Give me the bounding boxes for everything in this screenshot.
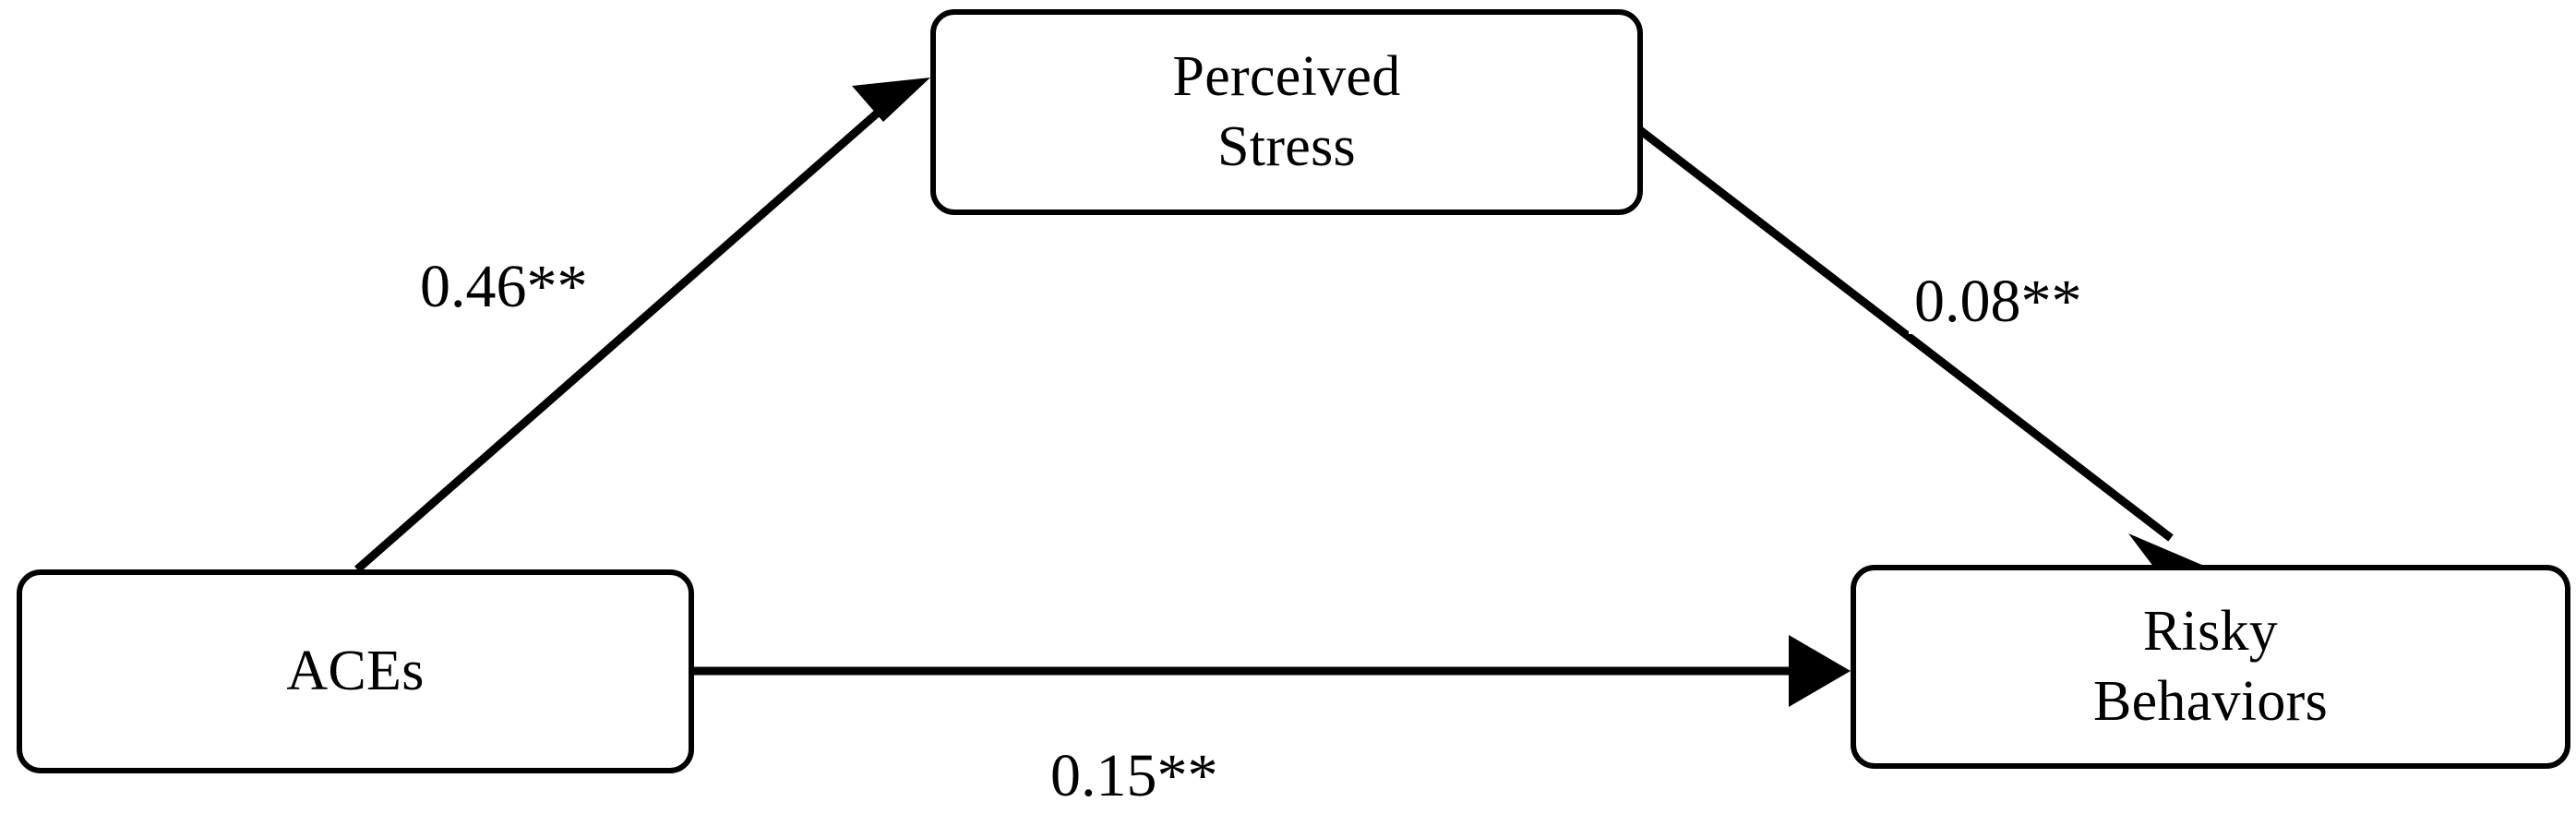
edge-label-perceived-stress-to-risky-behaviors: 0.08** xyxy=(1909,269,2088,334)
edge-aces-to-risky-behaviors-arrowhead xyxy=(1789,635,1851,707)
node-perceived-stress: Perceived Stress xyxy=(930,9,1643,215)
edge-perceived-stress-to-risky-behaviors xyxy=(1622,114,2204,575)
edge-label-aces-to-risky-behaviors: 0.15** xyxy=(1045,744,1224,808)
node-risky-behaviors-label: Risky Behaviors xyxy=(2092,599,2329,733)
node-aces: ACEs xyxy=(17,569,694,773)
edge-aces-to-perceived-stress xyxy=(354,78,930,573)
edge-perceived-stress-to-risky-behaviors-arrowhead xyxy=(2128,533,2204,575)
edge-label-aces-to-perceived-stress: 0.46** xyxy=(414,255,593,319)
edge-aces-to-perceived-stress-arrowhead xyxy=(852,78,930,122)
edge-aces-to-risky-behaviors xyxy=(694,635,1851,707)
node-risky-behaviors: Risky Behaviors xyxy=(1851,565,2570,769)
edge-aces-to-perceived-stress-line xyxy=(354,90,903,573)
node-perceived-stress-label: Perceived Stress xyxy=(1172,44,1401,178)
node-aces-label: ACEs xyxy=(286,639,425,702)
edge-perceived-stress-to-risky-behaviors-line xyxy=(1622,114,2174,542)
